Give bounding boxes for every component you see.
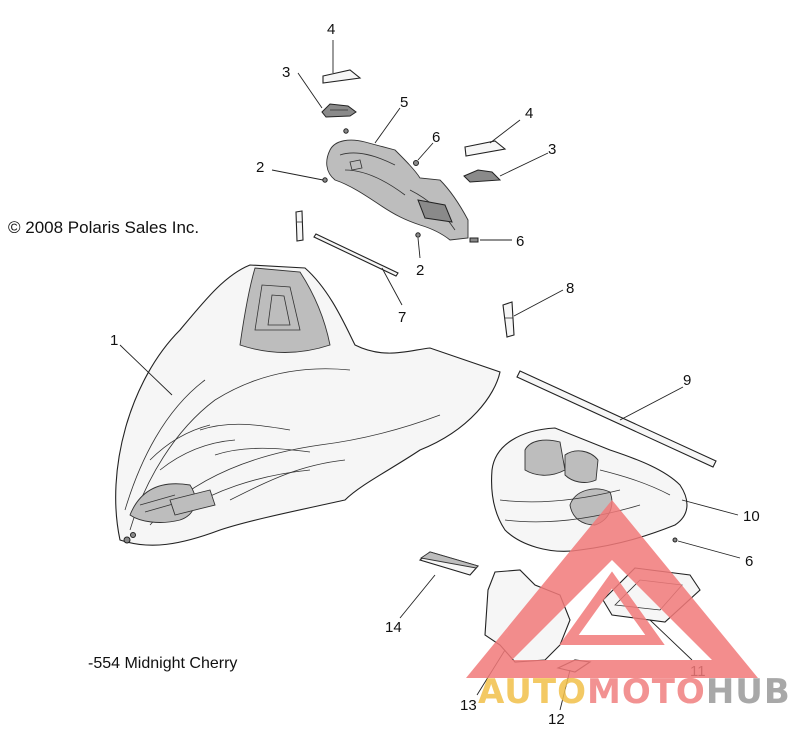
watermark: AUTOMOTOHUB	[466, 500, 791, 712]
callout-8: 8	[566, 280, 574, 297]
part-fasteners	[322, 128, 678, 543]
part-inner-panel	[491, 427, 688, 552]
callout-10: 10	[743, 508, 760, 525]
callout-13: 13	[460, 697, 477, 714]
callout-4-left: 4	[327, 21, 335, 38]
callout-14: 14	[385, 619, 402, 636]
part-dash-housing	[326, 139, 469, 241]
part-lens-right	[464, 140, 507, 157]
part-bracket-left	[321, 103, 357, 118]
callout-2-lower: 2	[416, 262, 424, 279]
watermark-inner-triangle-icon	[559, 571, 665, 645]
callout-3-left: 3	[282, 64, 290, 81]
watermark-triangle-icon	[466, 500, 758, 678]
part-clip	[502, 301, 515, 338]
part-seal-strip	[516, 370, 717, 468]
callout-2-upper: 2	[256, 159, 264, 176]
part-lens-left	[322, 69, 362, 84]
copyright-text: © 2008 Polaris Sales Inc.	[8, 218, 199, 237]
callout-3-right: 3	[548, 141, 556, 158]
part-hood	[115, 264, 501, 546]
part-bracket-right	[463, 169, 502, 183]
callout-6-upper: 6	[432, 129, 440, 146]
callout-6-lower: 6	[745, 553, 753, 570]
callout-6-middle: 6	[516, 233, 524, 250]
callout-9: 9	[683, 372, 691, 389]
part-pad	[418, 551, 479, 576]
callout-7: 7	[398, 309, 406, 326]
callout-4-right: 4	[525, 105, 533, 122]
part-trim-strip	[295, 210, 399, 277]
color-note-text: -554 Midnight Cherry	[88, 655, 237, 672]
callout-5: 5	[400, 94, 408, 111]
callout-12: 12	[548, 711, 565, 728]
callout-1: 1	[110, 332, 118, 349]
watermark-logo-text: AUTOMOTOHUB	[478, 672, 791, 712]
